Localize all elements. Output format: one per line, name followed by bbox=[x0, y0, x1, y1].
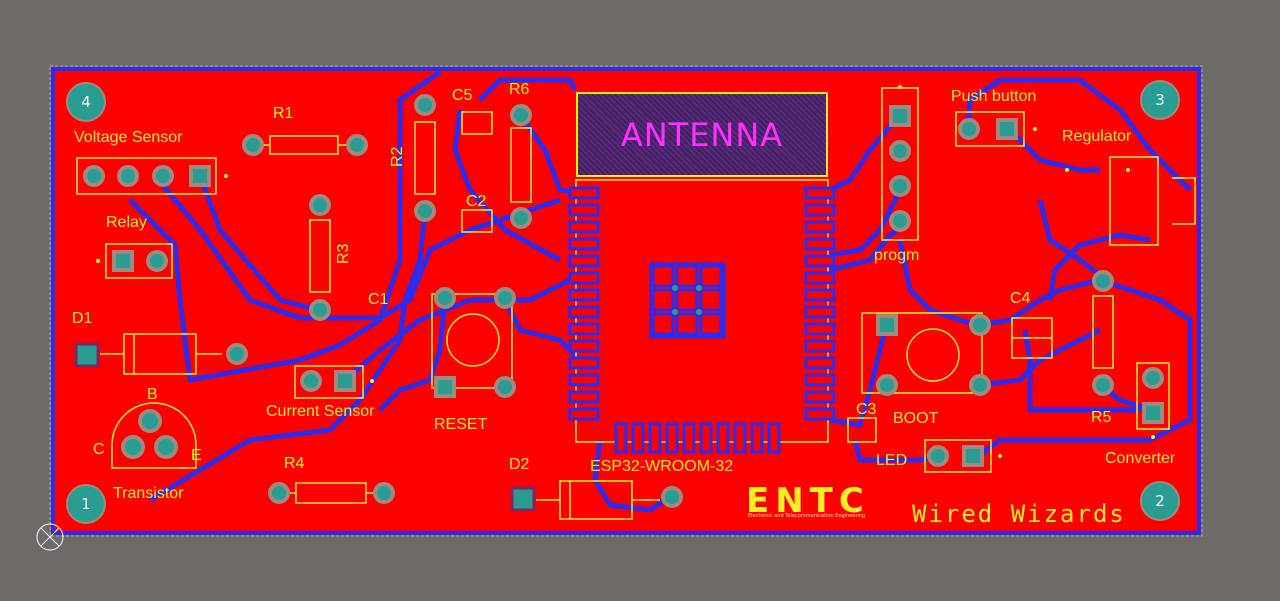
pin1-markers bbox=[96, 85, 1155, 458]
label-boot: BOOT bbox=[893, 410, 939, 427]
label-r2: R2 bbox=[389, 146, 406, 167]
label-r3: R3 bbox=[335, 243, 352, 264]
esp32-left-pads bbox=[568, 186, 600, 421]
label-relay: Relay bbox=[106, 214, 147, 231]
transistor-pads bbox=[121, 409, 178, 459]
label-transistor-b: B bbox=[147, 386, 158, 403]
smd-diode-pads bbox=[74, 342, 536, 512]
label-current-sensor: Current Sensor bbox=[266, 403, 375, 420]
label-d1: D1 bbox=[72, 310, 93, 327]
label-r6: R6 bbox=[509, 81, 530, 98]
label-regulator: Regulator bbox=[1062, 128, 1132, 145]
mounting-hole-2: 2 bbox=[1140, 481, 1180, 521]
label-r5: R5 bbox=[1091, 409, 1112, 426]
esp32-bottom-pads bbox=[614, 422, 781, 454]
entc-logo-subtitle: Electronic and Telecommunication Enginee… bbox=[748, 513, 866, 519]
label-transistor-e: E bbox=[191, 447, 202, 464]
label-reset: RESET bbox=[434, 416, 488, 433]
antenna-keepout: ANTENNA bbox=[576, 92, 828, 177]
label-c5: C5 bbox=[452, 87, 473, 104]
label-r4: R4 bbox=[284, 455, 305, 472]
square-pads bbox=[112, 105, 1164, 467]
diode-bodies bbox=[100, 333, 660, 520]
through-hole-pads bbox=[83, 94, 1164, 508]
label-esp32: ESP32-WROOM-32 bbox=[590, 458, 734, 475]
label-c3: C3 bbox=[856, 401, 877, 418]
team-signature: Wired Wizards bbox=[912, 500, 1126, 528]
bottom-traces bbox=[128, 69, 1193, 513]
fiducial-mark bbox=[36, 523, 64, 551]
label-led: LED bbox=[876, 452, 908, 469]
esp32-module bbox=[568, 179, 836, 454]
mounting-hole-1: 1 bbox=[66, 484, 106, 524]
label-converter: Converter bbox=[1105, 450, 1176, 467]
label-d2: D2 bbox=[509, 456, 530, 473]
label-c2: C2 bbox=[466, 193, 487, 210]
esp32-right-pads bbox=[804, 186, 836, 421]
mounting-hole-4: 4 bbox=[66, 82, 106, 122]
resistor-bodies bbox=[262, 121, 1114, 504]
esp32-thermal-pad bbox=[649, 262, 726, 339]
board-outline bbox=[49, 65, 1203, 537]
label-transistor: Transistor bbox=[113, 485, 184, 502]
label-c1: C1 bbox=[368, 291, 389, 308]
label-r1: R1 bbox=[273, 105, 294, 122]
label-c4: C4 bbox=[1010, 290, 1031, 307]
label-progm: progm bbox=[874, 247, 920, 264]
antenna-label: ANTENNA bbox=[620, 115, 784, 154]
entc-logo: ENTC bbox=[746, 481, 870, 521]
label-push-button: Push button bbox=[951, 88, 1037, 105]
mounting-hole-3: 3 bbox=[1140, 80, 1180, 120]
label-voltage-sensor: Voltage Sensor bbox=[74, 129, 183, 146]
label-transistor-c: C bbox=[93, 441, 105, 458]
